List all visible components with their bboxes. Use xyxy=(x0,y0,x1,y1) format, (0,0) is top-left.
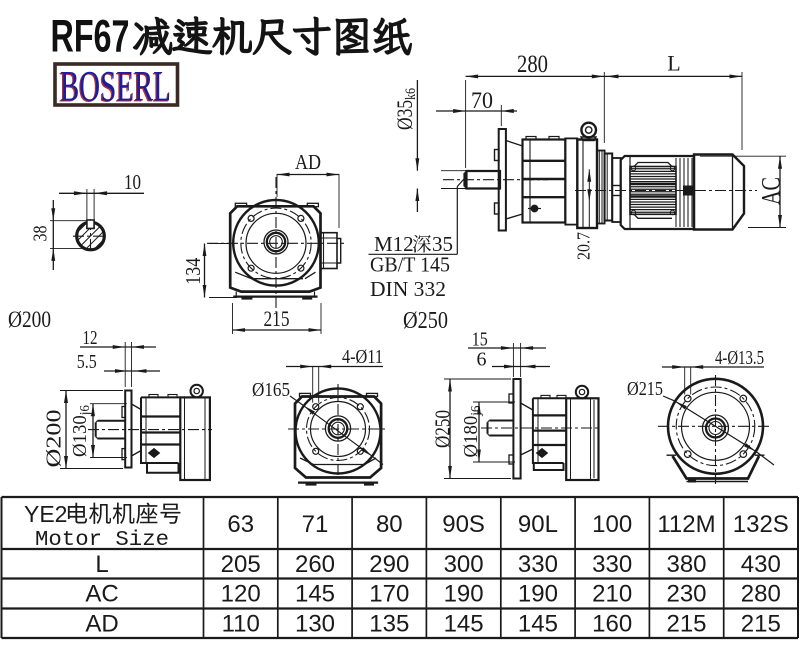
svg-text:215: 215 xyxy=(264,306,290,331)
svg-text:215: 215 xyxy=(666,611,706,638)
svg-text:M12: M12 xyxy=(374,232,414,256)
svg-text:63: 63 xyxy=(227,511,254,538)
svg-text:90L: 90L xyxy=(518,511,558,538)
svg-text:290: 290 xyxy=(369,551,409,578)
svg-text:80: 80 xyxy=(376,511,403,538)
svg-text:280: 280 xyxy=(517,51,548,78)
svg-text:AD: AD xyxy=(85,611,118,638)
svg-text:132S: 132S xyxy=(733,511,789,538)
svg-text:RF67: RF67 xyxy=(51,11,130,62)
svg-text:90S: 90S xyxy=(442,511,485,538)
svg-text:330: 330 xyxy=(518,551,558,578)
svg-text:190: 190 xyxy=(444,581,484,608)
svg-text:AC: AC xyxy=(757,177,786,205)
svg-text:135: 135 xyxy=(369,611,409,638)
svg-text:130: 130 xyxy=(295,611,335,638)
svg-text:L: L xyxy=(95,551,108,578)
svg-text:Ø165: Ø165 xyxy=(252,379,290,401)
svg-text:12: 12 xyxy=(83,327,98,349)
svg-text:100: 100 xyxy=(592,511,632,538)
svg-text:71: 71 xyxy=(302,511,329,538)
svg-text:4-Ø13.5: 4-Ø13.5 xyxy=(715,348,764,369)
svg-text:Ø215: Ø215 xyxy=(627,378,663,400)
svg-text:YE2: YE2 xyxy=(24,501,67,527)
svg-text:Ø200: Ø200 xyxy=(42,410,66,468)
svg-text:112M: 112M xyxy=(657,511,715,538)
svg-text:145: 145 xyxy=(444,611,484,638)
svg-text:AD: AD xyxy=(295,150,321,174)
svg-text:134: 134 xyxy=(181,257,205,284)
svg-text:Ø250: Ø250 xyxy=(431,410,455,448)
svg-text:330: 330 xyxy=(592,551,632,578)
svg-text:4-Ø11: 4-Ø11 xyxy=(342,347,383,368)
svg-text:L: L xyxy=(667,51,680,76)
svg-text:145: 145 xyxy=(518,611,558,638)
svg-text:110: 110 xyxy=(222,611,260,638)
svg-text:6: 6 xyxy=(477,349,487,371)
svg-text:Ø250: Ø250 xyxy=(403,308,448,334)
svg-text:145: 145 xyxy=(295,581,335,608)
svg-text:GB/T 145: GB/T 145 xyxy=(370,253,450,277)
svg-text:AC: AC xyxy=(85,581,118,608)
svg-text:Ø200: Ø200 xyxy=(8,307,51,332)
svg-text:210: 210 xyxy=(592,581,632,608)
svg-text:Motor Size: Motor Size xyxy=(35,528,169,552)
svg-text:190: 190 xyxy=(518,581,558,608)
svg-text:170: 170 xyxy=(369,581,409,608)
svg-text:15: 15 xyxy=(472,329,488,351)
svg-text:230: 230 xyxy=(666,581,706,608)
svg-text:300: 300 xyxy=(444,551,484,578)
svg-text:205: 205 xyxy=(221,551,261,578)
svg-text:280: 280 xyxy=(741,581,781,608)
svg-text:430: 430 xyxy=(741,551,781,578)
svg-text:120: 120 xyxy=(221,581,261,608)
svg-text:5.5: 5.5 xyxy=(77,351,97,373)
svg-text:260: 260 xyxy=(295,551,335,578)
svg-text:BOSERL: BOSERL xyxy=(60,64,171,111)
svg-text:DIN 332: DIN 332 xyxy=(370,277,446,301)
svg-text:160: 160 xyxy=(592,611,632,638)
svg-text:10: 10 xyxy=(124,170,141,194)
svg-text:20.7: 20.7 xyxy=(574,232,594,260)
svg-text:380: 380 xyxy=(666,551,706,578)
svg-text:70: 70 xyxy=(471,88,493,113)
svg-text:215: 215 xyxy=(741,611,781,638)
svg-text:Ø35k6: Ø35k6 xyxy=(392,88,419,130)
svg-text:38: 38 xyxy=(30,226,52,242)
svg-text:35: 35 xyxy=(432,232,453,256)
svg-text:BOSERL: BOSERL xyxy=(59,65,170,112)
